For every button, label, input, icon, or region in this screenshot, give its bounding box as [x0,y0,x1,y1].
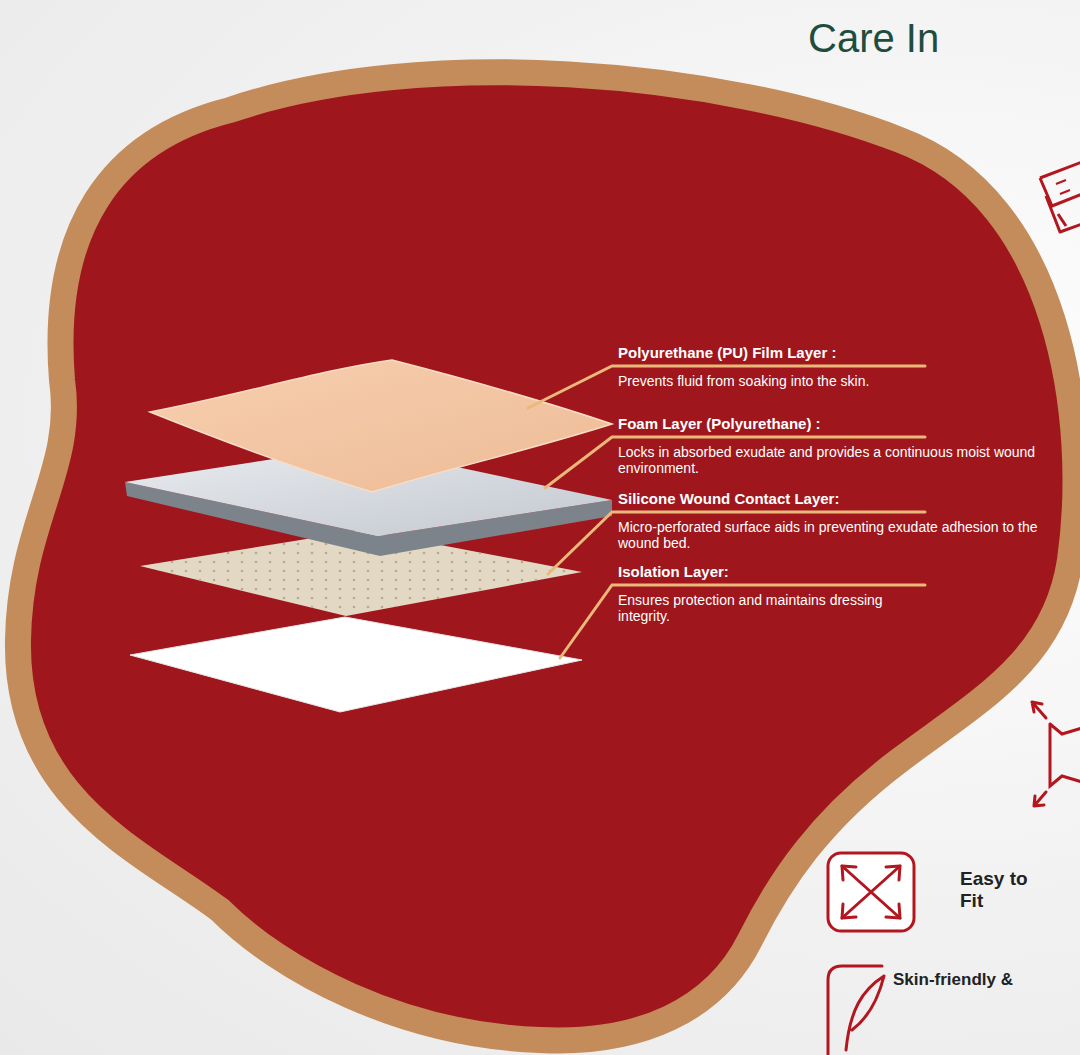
isolation-layer [130,617,582,712]
feature-label: Easy to Fit [960,868,1032,912]
layer-name: Foam Layer (Polyurethane) : [618,415,1058,432]
skin-friendly-icon [828,966,884,1055]
easy-fit-icon [828,853,914,931]
layer-name: Silicone Wound Contact Layer: [618,490,1058,507]
leader-line [560,585,925,658]
feature-label: Skin-friendly & [893,970,1073,990]
leader-lines [528,366,925,658]
layer-description: Micro-perforated surface aids in prevent… [618,519,1043,551]
partial-icon [1032,702,1080,806]
layer-name: Isolation Layer: [618,563,1058,580]
layer-description: Ensures protection and maintains dressin… [618,592,918,624]
layer-name: Polyurethane (PU) Film Layer : [618,344,1058,361]
page-title: Care In [808,16,939,60]
layer-description: Prevents fluid from soaking into the ski… [618,373,1048,389]
layer-description: Locks in absorbed exudate and provides a… [618,444,1038,476]
pu-film-layer [150,360,612,492]
partial-icon [1040,162,1080,232]
blob-background [18,72,1076,1040]
